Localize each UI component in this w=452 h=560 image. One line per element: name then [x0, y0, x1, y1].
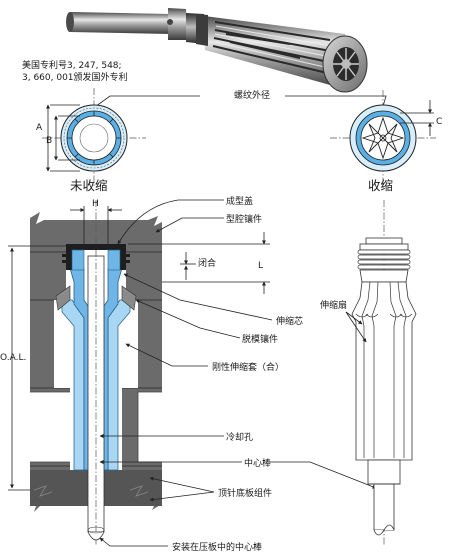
- callout-collapsible-core: 伸缩芯: [276, 315, 303, 327]
- callout-molding-cap: 成型盖: [226, 195, 253, 207]
- dim-c-label: C: [436, 117, 442, 127]
- title-uncollapsed: 未收缩: [70, 178, 108, 193]
- mold-section: [30, 200, 162, 545]
- dim-oal: [8, 245, 66, 491]
- end-view-uncollapsed: [42, 88, 146, 186]
- dim-l-label: L: [258, 261, 263, 271]
- patent-note-line2: 3, 660, 001颁发国外专利: [22, 71, 128, 83]
- callout-cavity-insert: 型腔镶件: [226, 213, 262, 225]
- leader-collapsible-core: [123, 273, 273, 321]
- collapsed-core-drawing: [351, 200, 417, 545]
- leader-cavity-insert: [155, 217, 224, 233]
- thread-od-callout: 螺纹外径: [234, 89, 270, 101]
- leader-molding-cap: [117, 199, 224, 245]
- dim-h: [70, 206, 122, 246]
- callout-center-pin-platen: 安装在压板中的中心棒: [172, 541, 262, 553]
- callout-stripper-insert: 脱模镶件: [242, 333, 278, 345]
- callout-cooling-hole: 冷却孔: [226, 431, 253, 443]
- leader-center-pin-platen: [99, 537, 168, 547]
- dim-h-label: H: [92, 199, 99, 209]
- end-view-collapsed: [330, 90, 436, 188]
- leader-center-pin-right: [270, 461, 377, 489]
- callout-collapsible-segments: 伸缩扇: [320, 299, 347, 311]
- leader-stripper-insert: [135, 299, 241, 339]
- dim-l: [128, 232, 270, 294]
- core-photo: [66, 8, 368, 93]
- leader-segments-2: [345, 311, 367, 343]
- title-collapsed: 收缩: [368, 178, 393, 193]
- leader-segments-1: [345, 311, 363, 325]
- leader-rigid-sleeve: [125, 343, 208, 367]
- leader-ejector-plate-2: [149, 491, 215, 502]
- dim-a-label: A: [36, 123, 43, 133]
- dim-oal-label: O.A.L.: [0, 353, 26, 363]
- callout-rigid-sleeve: 刚性伸缩套（合）: [212, 361, 284, 373]
- shutoff-label: 闭合: [198, 257, 216, 269]
- dim-b-label: B: [46, 136, 52, 146]
- callout-ejector-plate: 顶针底板组件: [218, 487, 272, 499]
- patent-note-line1: 美国专利号3, 247, 548;: [22, 59, 122, 71]
- callout-center-pin: 中心棒: [244, 457, 271, 469]
- leader-ejector-plate-1: [149, 476, 215, 493]
